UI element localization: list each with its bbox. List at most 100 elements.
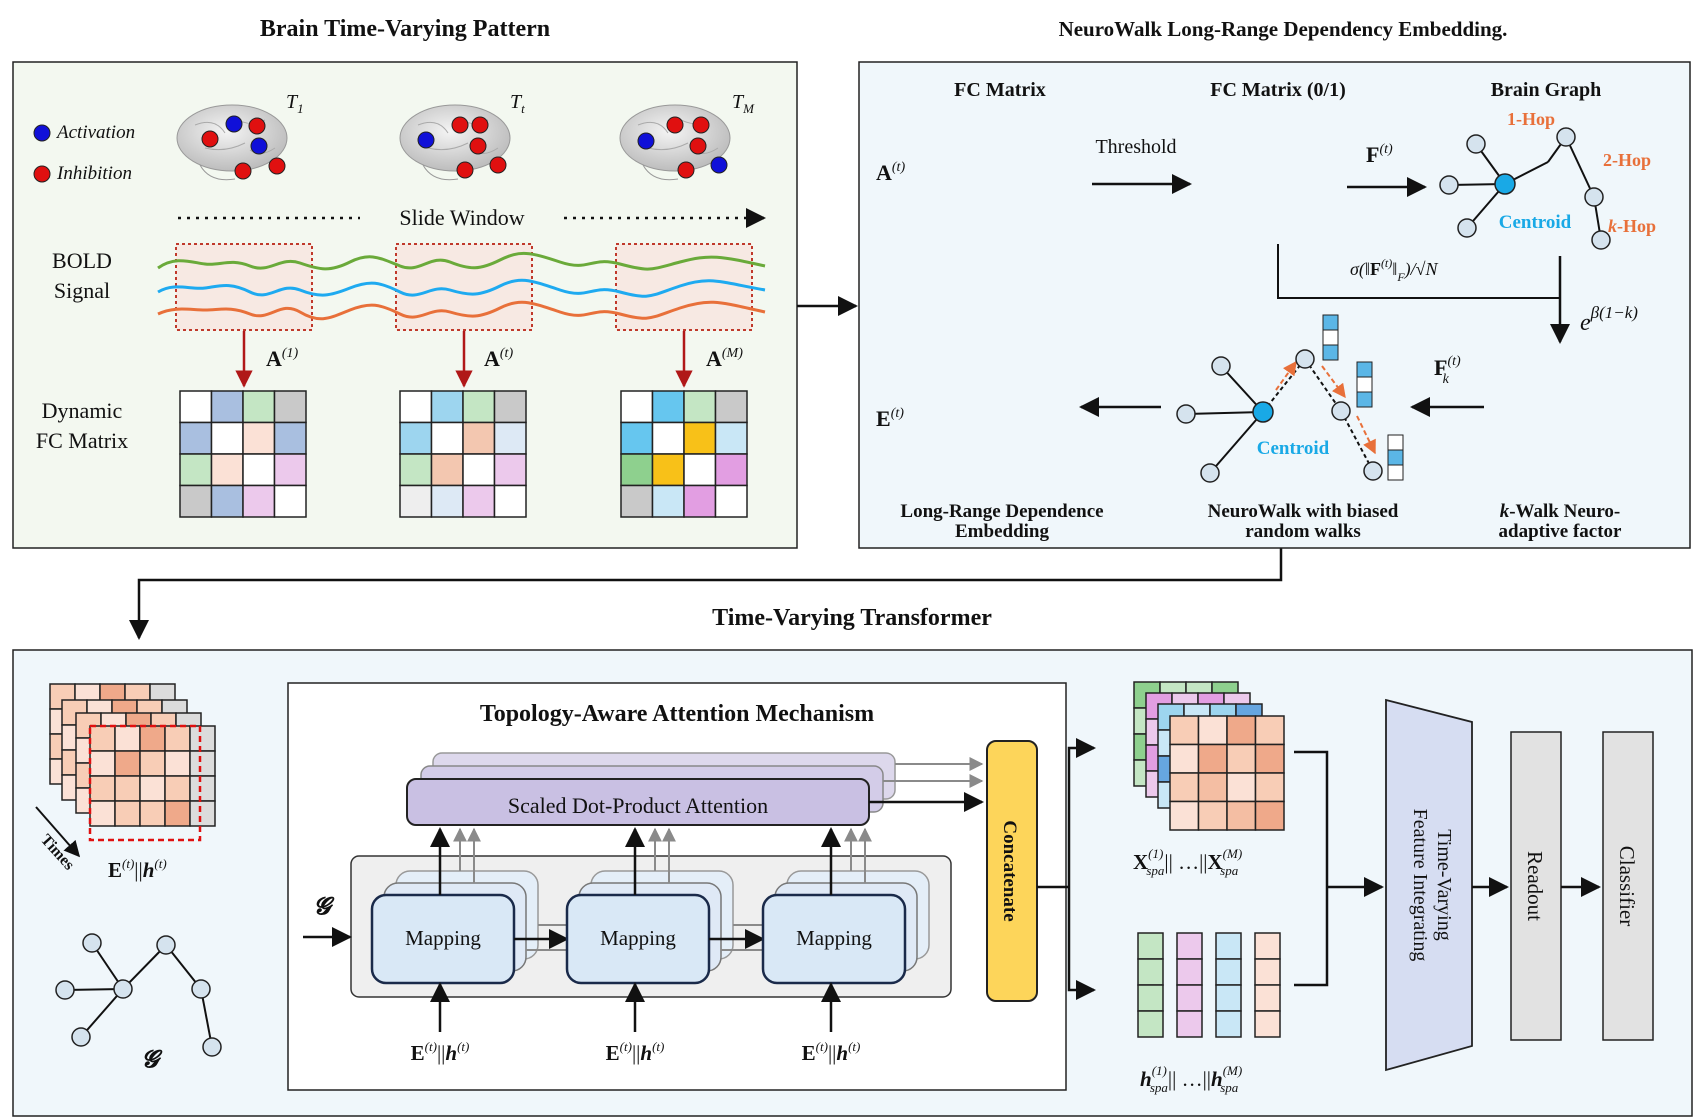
bold-blue bbox=[157, 278, 766, 298]
stack-cell bbox=[89, 800, 116, 827]
x-spa-cell bbox=[1197, 800, 1228, 831]
stack-cell bbox=[114, 800, 141, 827]
stack-cell bbox=[139, 800, 166, 827]
x-spa-cell bbox=[1197, 715, 1228, 746]
h-spa-cell bbox=[1176, 932, 1203, 960]
h-spa-cell bbox=[1137, 958, 1164, 986]
tt-label: Tt bbox=[510, 91, 525, 116]
dynamic-fc-cell bbox=[273, 421, 307, 455]
dynamic-fc-cell bbox=[683, 421, 717, 455]
h-spa-cell bbox=[1137, 984, 1164, 1012]
x-spa-cell bbox=[1169, 800, 1200, 831]
eh-label: E(t)||h(t) bbox=[108, 856, 167, 882]
stack-cell bbox=[189, 750, 216, 777]
stack-cell bbox=[164, 775, 191, 802]
dynamic-fc-cell bbox=[493, 484, 527, 518]
dynamic-fc-cell bbox=[493, 390, 527, 424]
exp-formula: eβ(1−k) bbox=[1580, 303, 1638, 336]
readout-box bbox=[1510, 731, 1562, 1041]
tm-label: TM bbox=[732, 91, 755, 116]
title-pattern: Brain Time-Varying Pattern bbox=[260, 16, 550, 42]
dynamic-fc-cell bbox=[462, 390, 496, 424]
dynamic-fc-cell bbox=[242, 484, 276, 518]
dynamic-fc-cell bbox=[242, 421, 276, 455]
sigma-path bbox=[1277, 244, 1560, 299]
dynamic-fc-cell bbox=[462, 484, 496, 518]
centroid-label-bottom: Centroid bbox=[1257, 438, 1330, 459]
stack-cell bbox=[139, 775, 166, 802]
attention-title: Topology-Aware Attention Mechanism bbox=[480, 701, 874, 727]
h-spa-cell bbox=[1176, 1010, 1203, 1038]
embedding-stack bbox=[49, 683, 216, 842]
dynamic-fc-cell bbox=[179, 390, 213, 424]
dynamic-fc-cell bbox=[210, 390, 244, 424]
dynamic-fc-cell bbox=[714, 421, 748, 455]
dynamic-fc-cell bbox=[179, 421, 213, 455]
readout-label: Readout bbox=[1523, 851, 1547, 921]
dynamic-fc-cell bbox=[210, 484, 244, 518]
am-label: A(M) bbox=[706, 346, 743, 371]
h-spa-cell bbox=[1137, 1010, 1164, 1038]
dynamic-fc-cell bbox=[210, 421, 244, 455]
x-spa-stack bbox=[1133, 681, 1285, 831]
dynamic-fc-cell bbox=[273, 390, 307, 424]
mapping-group: MappingE(t)||h(t)MappingE(t)||h(t)Mappin… bbox=[370, 827, 930, 1065]
h-spa-cell bbox=[1254, 958, 1281, 986]
kwalk-caption-1: k-Walk Neuro- bbox=[1500, 501, 1621, 522]
x-spa-cell bbox=[1226, 715, 1257, 746]
bold-label-2: Signal bbox=[54, 278, 110, 303]
f-t-label: F(t) bbox=[1366, 142, 1393, 167]
fc-binary-title: FC Matrix (0/1) bbox=[1210, 79, 1346, 101]
h-spa-cell bbox=[1176, 984, 1203, 1012]
dynamic-fc-cell bbox=[620, 484, 654, 518]
concatenate-label: Concatenate bbox=[999, 820, 1020, 921]
stack-cell bbox=[189, 775, 216, 802]
dynamic-fc-cell bbox=[651, 390, 685, 424]
neurowalk-caption-1: NeuroWalk with biased bbox=[1208, 501, 1399, 522]
dynamic-fc-cell bbox=[714, 484, 748, 518]
mapping-input-label: E(t)||h(t) bbox=[802, 1039, 861, 1065]
a1-label: A(1) bbox=[266, 346, 299, 371]
h-spa-cell bbox=[1215, 958, 1242, 986]
x-spa-cell bbox=[1226, 743, 1257, 774]
x-spa-cell bbox=[1169, 743, 1200, 774]
concatenate-box bbox=[986, 740, 1038, 1002]
g-label-graph: 𝓖 bbox=[142, 1047, 163, 1073]
activation-dot bbox=[33, 124, 51, 142]
dynamic-fc-cell bbox=[620, 453, 654, 487]
threshold-label: Threshold bbox=[1095, 136, 1176, 158]
dynamic-fc-cell bbox=[683, 484, 717, 518]
h-to-merge bbox=[1294, 887, 1329, 987]
dynamic-fc-cell bbox=[273, 484, 307, 518]
h-spa-cell bbox=[1254, 932, 1281, 960]
highlight-box bbox=[88, 724, 202, 842]
x-spa-cell bbox=[1254, 715, 1285, 746]
dynamic-fc-cell bbox=[430, 390, 464, 424]
dynamic-fc-label-2: FC Matrix bbox=[36, 428, 128, 453]
h-spa-cell bbox=[1137, 932, 1164, 960]
tvfi-box bbox=[1385, 698, 1473, 1072]
bold-green bbox=[157, 251, 766, 271]
e-t-label: E(t) bbox=[876, 406, 904, 431]
stack-cell bbox=[139, 750, 166, 777]
tvfi-label-1: Time-Varying bbox=[1433, 829, 1455, 940]
a-t-label: A(t) bbox=[876, 160, 905, 185]
mapping-label: Mapping bbox=[405, 926, 481, 950]
stack-cell bbox=[114, 775, 141, 802]
brain-tt bbox=[399, 104, 511, 181]
x-spa-cell bbox=[1226, 800, 1257, 831]
lrde-caption-1: Long-Range Dependence bbox=[900, 501, 1103, 522]
x-spa-cell bbox=[1254, 800, 1285, 831]
stack-cell bbox=[139, 725, 166, 752]
centroid-label-top: Centroid bbox=[1499, 212, 1572, 233]
x-spa-cell bbox=[1197, 743, 1228, 774]
dynamic-fc-cell bbox=[493, 453, 527, 487]
split-down bbox=[1067, 887, 1096, 1000]
mapping-input-label: E(t)||h(t) bbox=[606, 1039, 665, 1065]
t1-label: T1 bbox=[286, 91, 304, 116]
kwalk-caption-2: adaptive factor bbox=[1499, 521, 1623, 542]
h-spa-vectors bbox=[1137, 932, 1281, 1038]
dynamic-fc-cell bbox=[683, 453, 717, 487]
stack-cell bbox=[164, 800, 191, 827]
